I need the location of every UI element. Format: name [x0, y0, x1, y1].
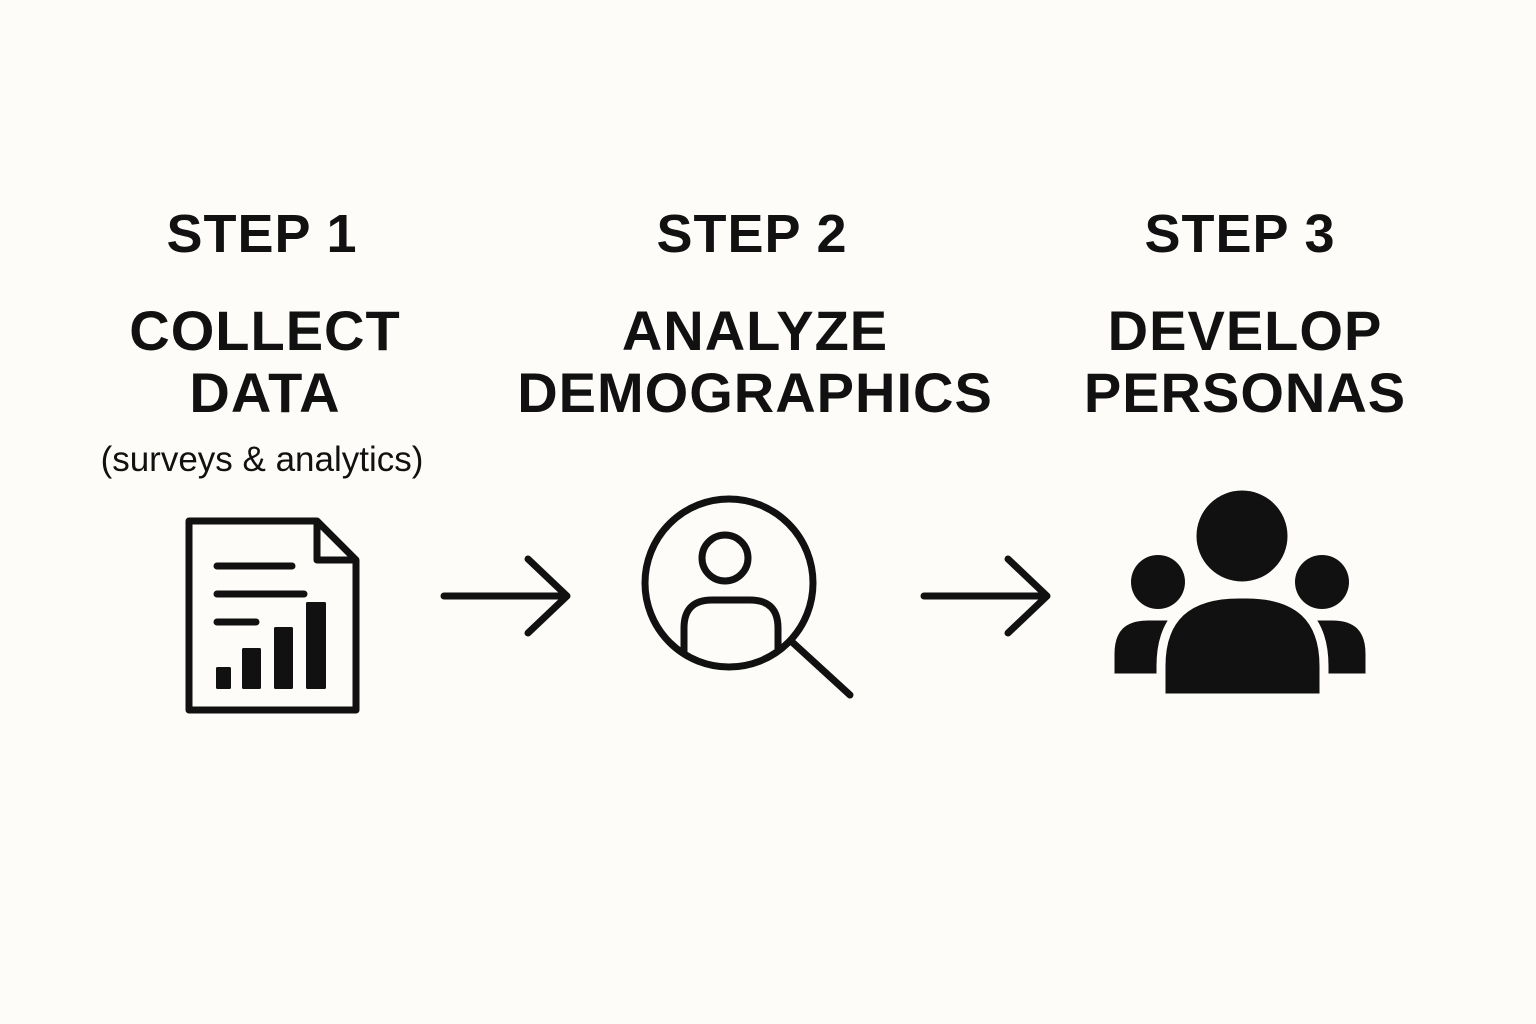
group-icon	[1105, 485, 1375, 703]
step-1-subtitle: (surveys & analytics)	[100, 440, 424, 479]
step-2-title: ANALYZE DEMOGRAPHICS	[517, 300, 993, 424]
step-2-title-line-1: ANALYZE	[621, 299, 889, 362]
step-2-label: STEP 2	[656, 204, 848, 264]
step-2-title-line-2: DEMOGRAPHICS	[517, 361, 993, 424]
step-3-title-line-1: DEVELOP	[1107, 299, 1383, 362]
step-1-title: COLLECT DATA	[129, 300, 400, 424]
step-3-title: DEVELOP PERSONAS	[1084, 300, 1406, 424]
arrow-right-icon	[920, 555, 1051, 637]
step-1-label: STEP 1	[166, 204, 358, 264]
arrow-right-icon	[440, 555, 571, 637]
document-chart-icon	[185, 517, 360, 714]
step-3-label: STEP 3	[1144, 204, 1336, 264]
user-search-icon	[641, 495, 854, 699]
step-1-title-line-1: COLLECT	[129, 299, 401, 362]
step-1-title-line-2: DATA	[189, 361, 341, 424]
step-3-title-line-2: PERSONAS	[1083, 361, 1407, 424]
